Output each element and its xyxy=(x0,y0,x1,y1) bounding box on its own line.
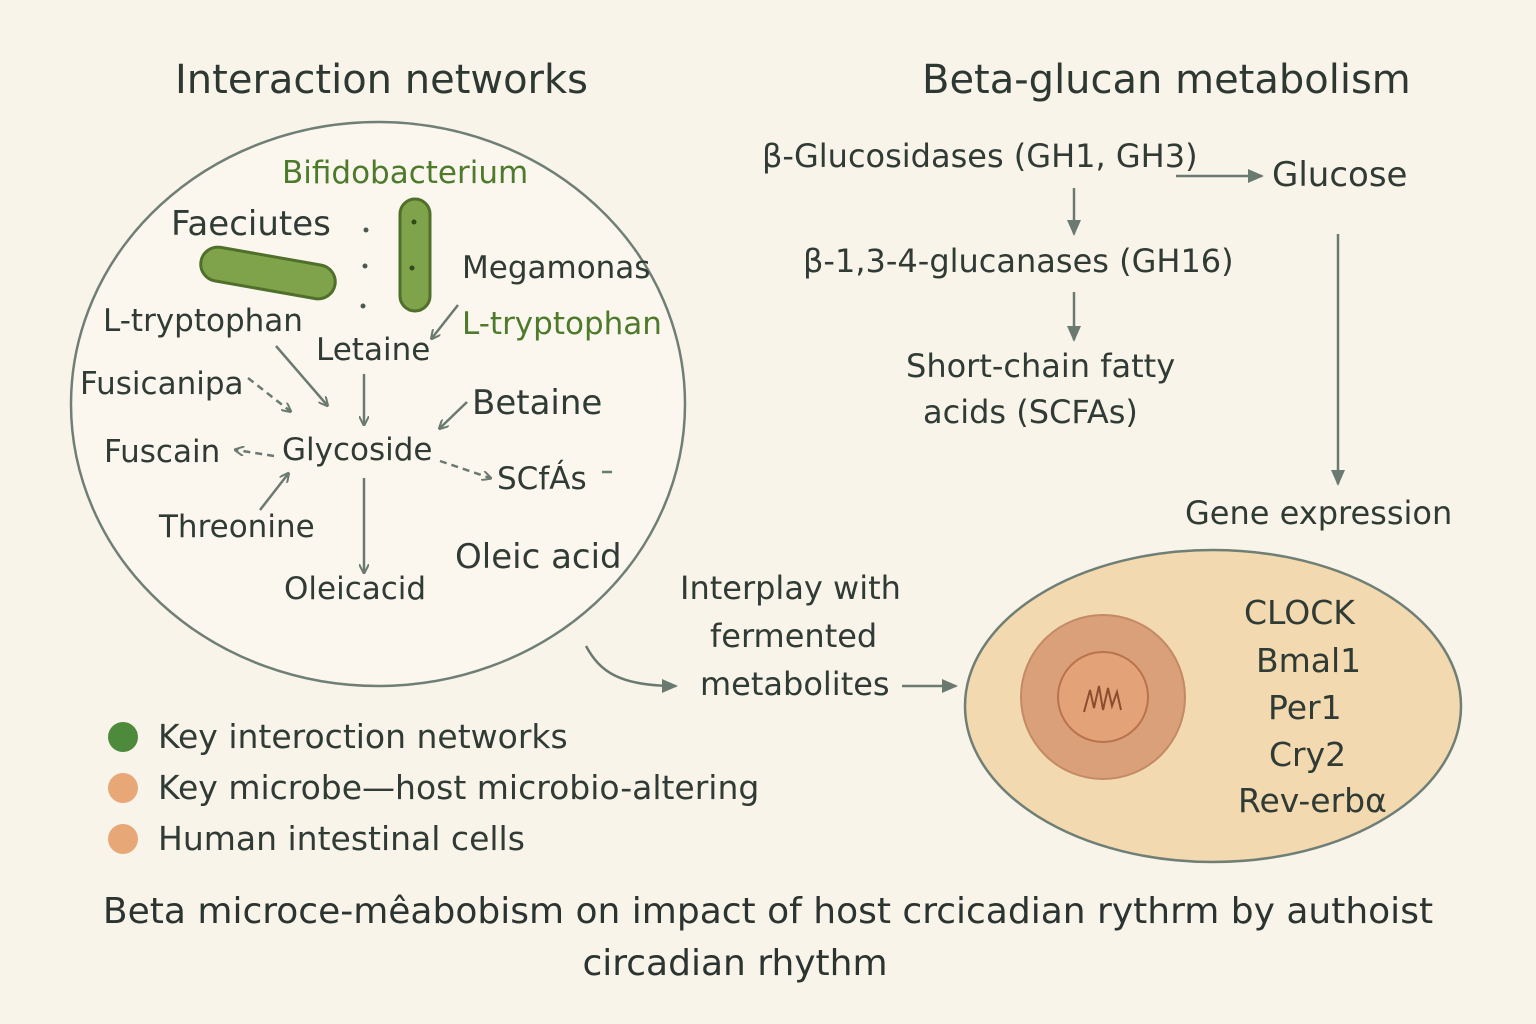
node-fuscain: Fuscain xyxy=(104,434,221,470)
node-fusicanipa: Fusicanipa xyxy=(80,366,244,402)
nucleus-squiggle-icon xyxy=(1083,685,1122,713)
bacterium-vertical-icon xyxy=(398,197,432,313)
gene-cry2: Cry2 xyxy=(1269,735,1347,774)
node-oleic-acid: Oleic acid xyxy=(455,537,622,577)
bacterium-rod-icon xyxy=(199,245,337,301)
step-glucanases: β-1,3-4-glucanases (GH16) xyxy=(803,242,1234,280)
network-arrows xyxy=(236,304,612,572)
right-panel-title: Beta-glucan metabolism xyxy=(922,57,1411,103)
interplay-line3: metabolites xyxy=(700,665,890,703)
dotted-connector xyxy=(360,227,369,309)
legend-dot-green xyxy=(108,721,138,752)
node-megamonas: Megamonas xyxy=(462,250,651,286)
node-l-tryptophan-right: L-tryptophan xyxy=(462,306,662,342)
gene-bmal1: Bmal1 xyxy=(1256,641,1362,680)
step-scfa-line1: Short-chain fatty xyxy=(906,347,1176,385)
legend-item-intestinal-cells: Human intestinal cells xyxy=(108,819,525,858)
step-gene-expression: Gene expression xyxy=(1185,494,1453,532)
legend-label: Human intestinal cells xyxy=(158,819,525,858)
gene-clock: CLOCK xyxy=(1244,593,1355,632)
legend-dot-orange xyxy=(108,823,138,854)
node-glycoside: Glycoside xyxy=(282,432,433,468)
node-oleicacid: Oleicacid xyxy=(284,571,427,607)
node-betaine: Betaine xyxy=(472,383,603,423)
legend-dot-orange xyxy=(108,772,138,803)
legend-item-microbe-host: Key microbe—host microbio-altering xyxy=(108,768,759,807)
node-faeciutes: Faeciutes xyxy=(171,204,331,244)
gene-per1: Per1 xyxy=(1268,688,1342,727)
caption-line1: Beta microce-mêabobism on impact of host… xyxy=(102,891,1434,932)
caption-line2: circadian rhythm xyxy=(582,943,888,984)
node-threonine: Threonine xyxy=(159,509,315,545)
step-scfa-line2: acids (SCFAs) xyxy=(923,393,1138,431)
gene-rev-erba: Rev-erbα xyxy=(1238,781,1387,820)
node-letaine: Letaine xyxy=(316,332,431,368)
left-panel-title: Interaction networks xyxy=(175,57,589,103)
interplay-line1: Interplay with xyxy=(680,569,901,607)
legend-label: Key interoction networks xyxy=(158,717,568,756)
step-glucosidases: β-Glucosidases (GH1, GH3) xyxy=(762,137,1198,175)
legend-label: Key microbe—host microbio-altering xyxy=(158,768,760,807)
interplay-line2: fermented xyxy=(710,617,878,655)
node-l-tryptophan-left: L-tryptophan xyxy=(103,303,303,339)
node-scfas: SCfÁs xyxy=(497,461,587,497)
metabolism-arrows xyxy=(584,169,1345,693)
step-glucose: Glucose xyxy=(1272,155,1408,195)
node-bifidobacterium: Bifidobacterium xyxy=(282,155,529,191)
legend-item-networks: Key interoction networks xyxy=(108,717,568,756)
nucleus-inner xyxy=(1057,651,1149,743)
